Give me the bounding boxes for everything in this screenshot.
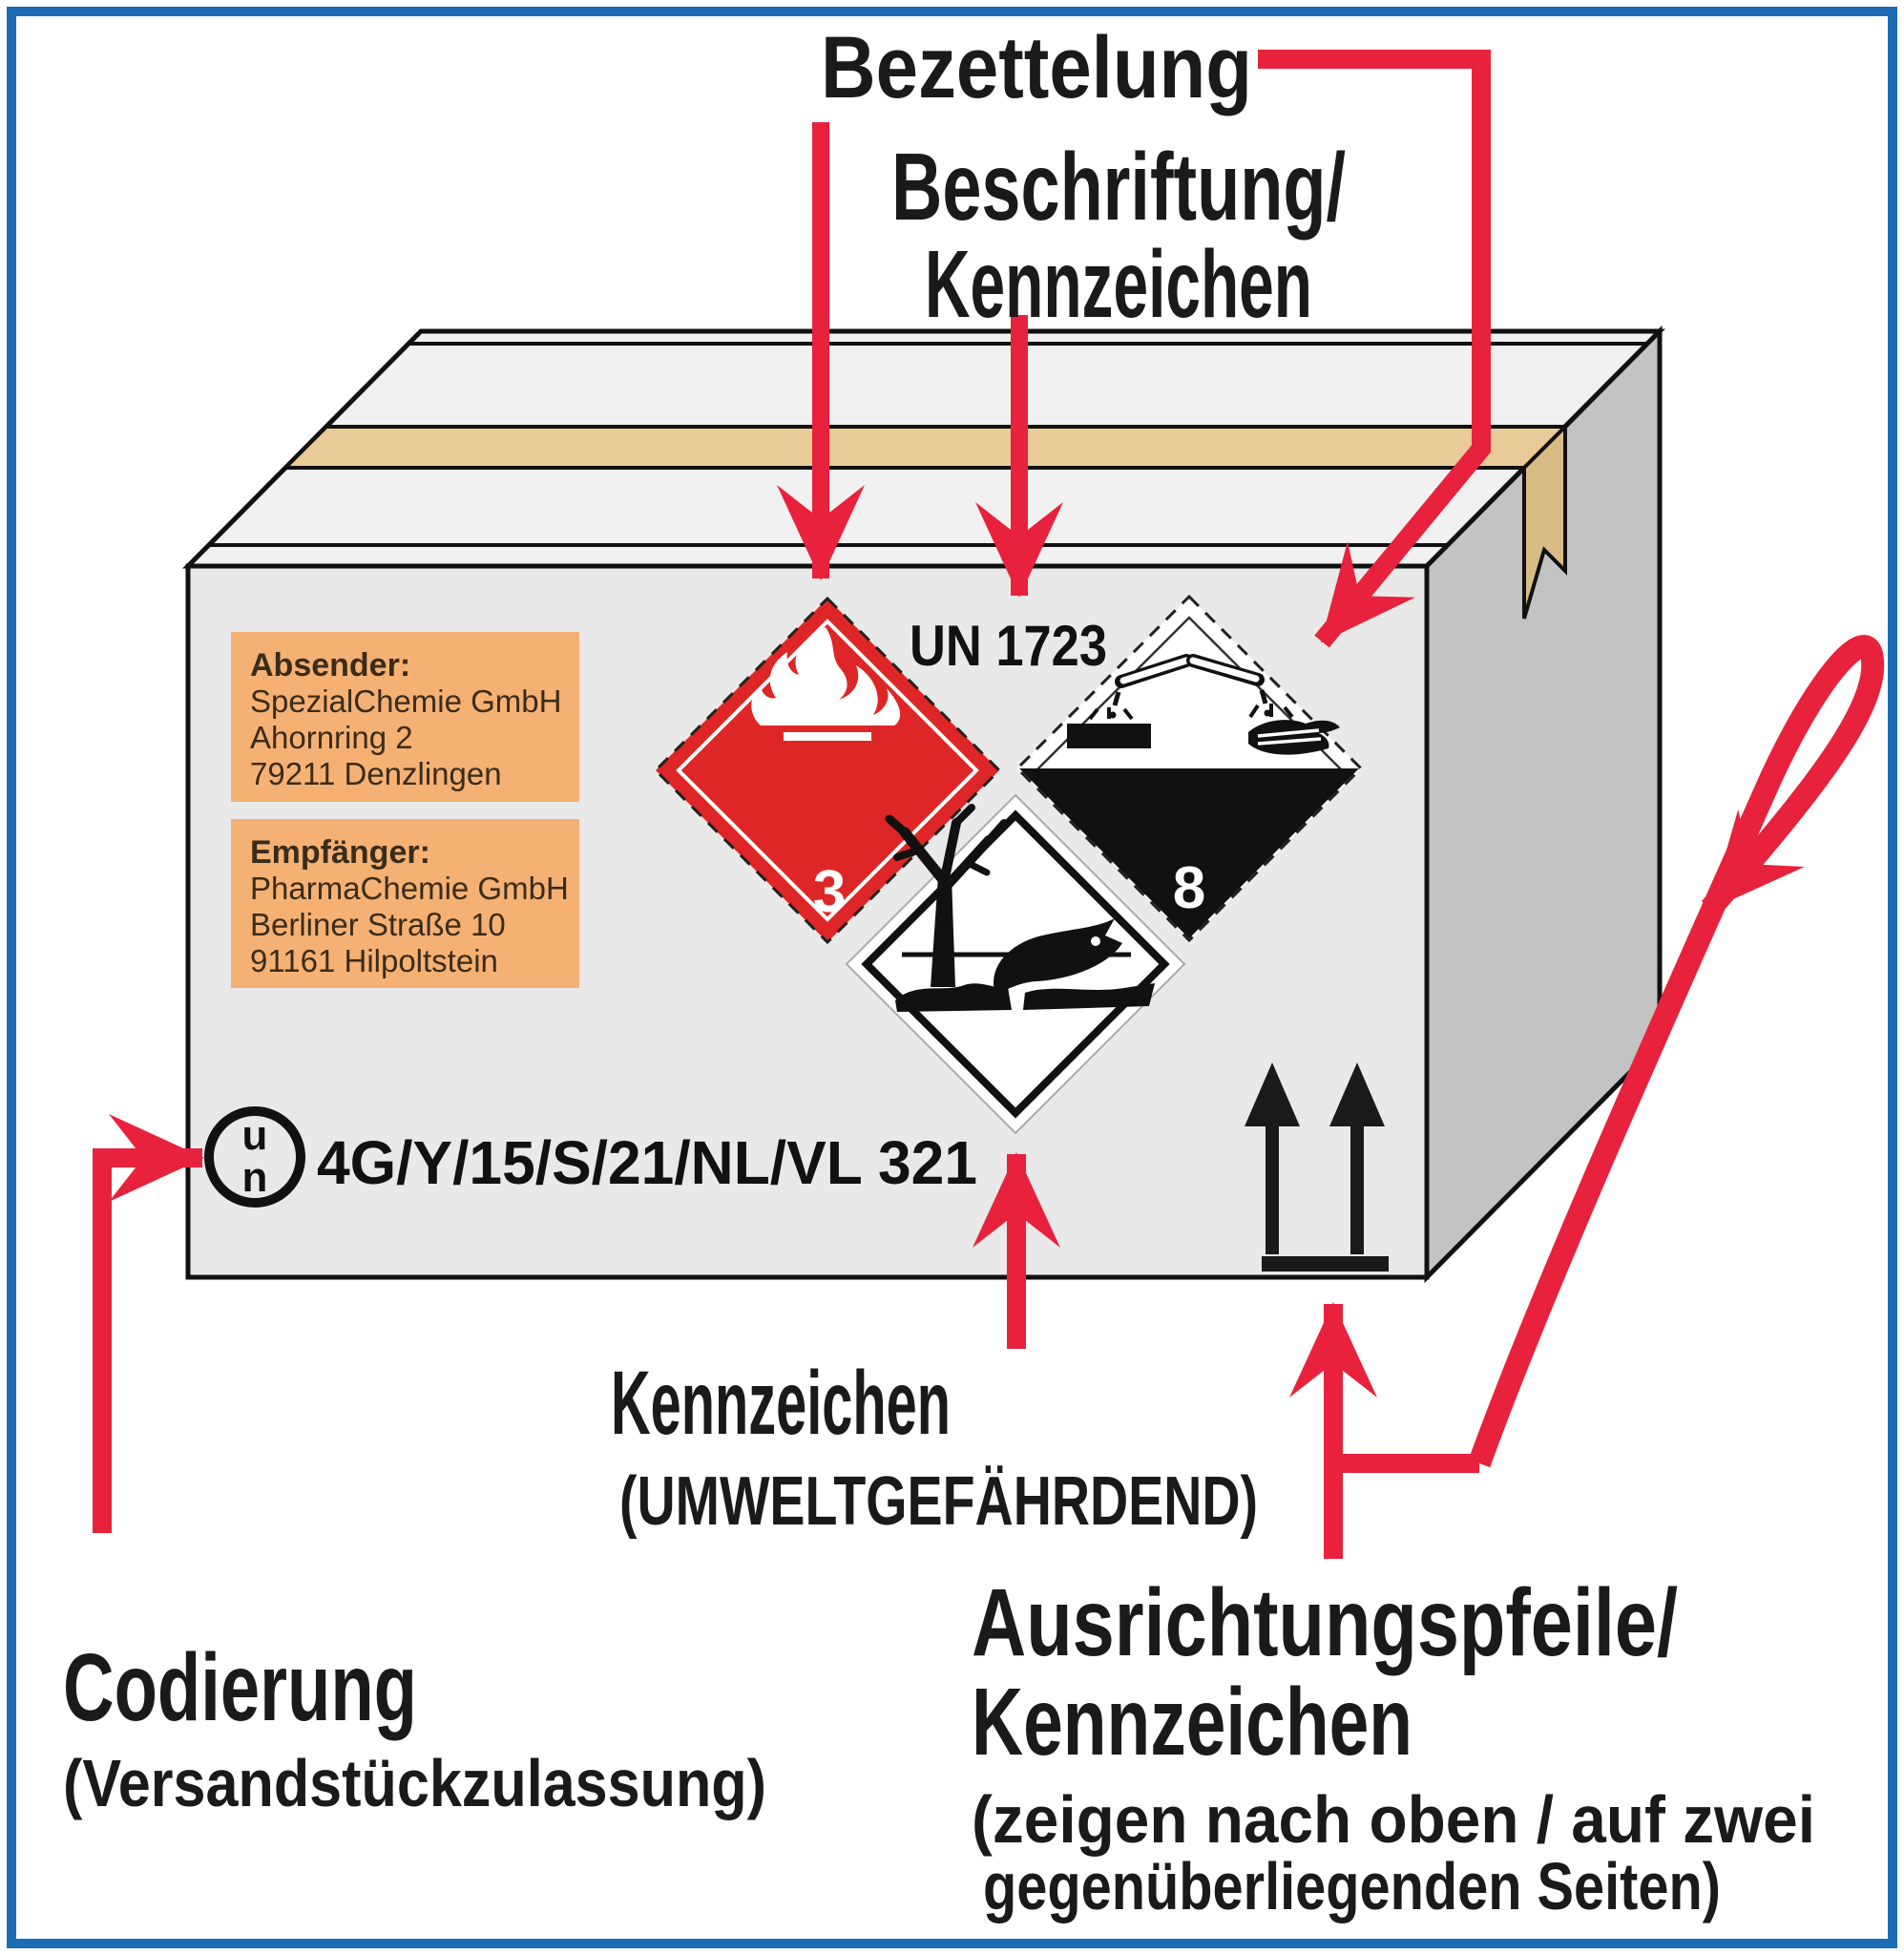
- title-beschriftung-line1: Beschriftung/: [891, 134, 1346, 241]
- flammable-class-number: 3: [813, 859, 846, 925]
- packing-tape-side: [1522, 422, 1567, 620]
- recipient-label-background: [231, 819, 579, 988]
- sender-label-background: [231, 632, 579, 802]
- title-beschriftung-line2: Kennzeichen: [925, 231, 1312, 338]
- callout-ausrichtung-line2: Kennzeichen: [972, 1669, 1412, 1776]
- corrosive-label-black-half: [1019, 768, 1359, 938]
- sender-city: 79211 Denzlingen: [250, 756, 502, 791]
- un-circle-icon: [204, 1106, 305, 1208]
- dead-tree-fish-icon: [885, 804, 1155, 1012]
- callout-kennzeichen-env-line1: Kennzeichen: [611, 1353, 951, 1454]
- arrow-loop-to-opposite-side: [1468, 635, 1885, 1468]
- callout-kennzeichen-env-line2: (UMWELTGEFÄHRDEND): [619, 1463, 1258, 1540]
- un-circle-letter-n: n: [242, 1154, 268, 1201]
- orientation-arrows-icon: [1245, 1062, 1389, 1272]
- callout-ausrichtung-line3: (zeigen nach oben / auf zwei: [972, 1782, 1815, 1857]
- corrosive-icon: [1067, 654, 1340, 755]
- packing-tape-top: [281, 425, 1570, 470]
- un-number: UN 1723: [910, 614, 1107, 678]
- recipient-label: Empfänger: PharmaChemie GmbH Berliner St…: [231, 819, 579, 988]
- sender-label: Absender: SpezialChemie GmbH Ahornring 2…: [231, 632, 579, 802]
- sender-name: SpezialChemie GmbH: [250, 683, 561, 719]
- un-circle-letter-u: u: [242, 1112, 268, 1159]
- un-packaging-mark: u n 4G/Y/15/S/21/NL/VL 321: [204, 1106, 977, 1208]
- callout-codierung-line2: (Versandstückzulassung): [63, 1746, 766, 1820]
- flame-icon: [751, 627, 901, 725]
- sender-label-title: Absender:: [250, 647, 410, 683]
- flammable-liquid-label: 3: [653, 596, 1002, 945]
- packaging-code: 4G/Y/15/S/21/NL/VL 321: [317, 1128, 977, 1197]
- recipient-label-title: Empfänger:: [250, 834, 430, 871]
- recipient-street: Berliner Straße 10: [250, 907, 506, 942]
- flammable-label-inner-line: [676, 619, 979, 922]
- sender-street: Ahornring 2: [250, 720, 413, 755]
- ausrichtung-connector-bar: [1325, 1454, 1479, 1473]
- arrow-codierung-to-un-mark: [93, 1114, 204, 1533]
- title-bezettelung: Bezettelung: [821, 19, 1252, 116]
- callout-arrows: [93, 50, 1885, 1559]
- flame-icon-baseline: [784, 732, 871, 741]
- corrosive-class-number: 8: [1173, 855, 1205, 921]
- corrosive-label: 8: [1015, 594, 1364, 943]
- callout-codierung-line1: Codierung: [63, 1634, 417, 1741]
- environmental-hazard-label: [845, 793, 1186, 1135]
- callout-ausrichtung-line1: Ausrichtungspfeile/: [972, 1569, 1678, 1676]
- flammable-label-diamond: [653, 596, 1002, 945]
- recipient-name: PharmaChemie GmbH: [250, 871, 569, 906]
- arrow-bezettelung-to-corrosive-label: [1258, 50, 1491, 648]
- callout-ausrichtung-line4: gegenüberliegenden Seiten): [983, 1849, 1721, 1923]
- recipient-city: 91161 Hilpoltstein: [250, 943, 498, 978]
